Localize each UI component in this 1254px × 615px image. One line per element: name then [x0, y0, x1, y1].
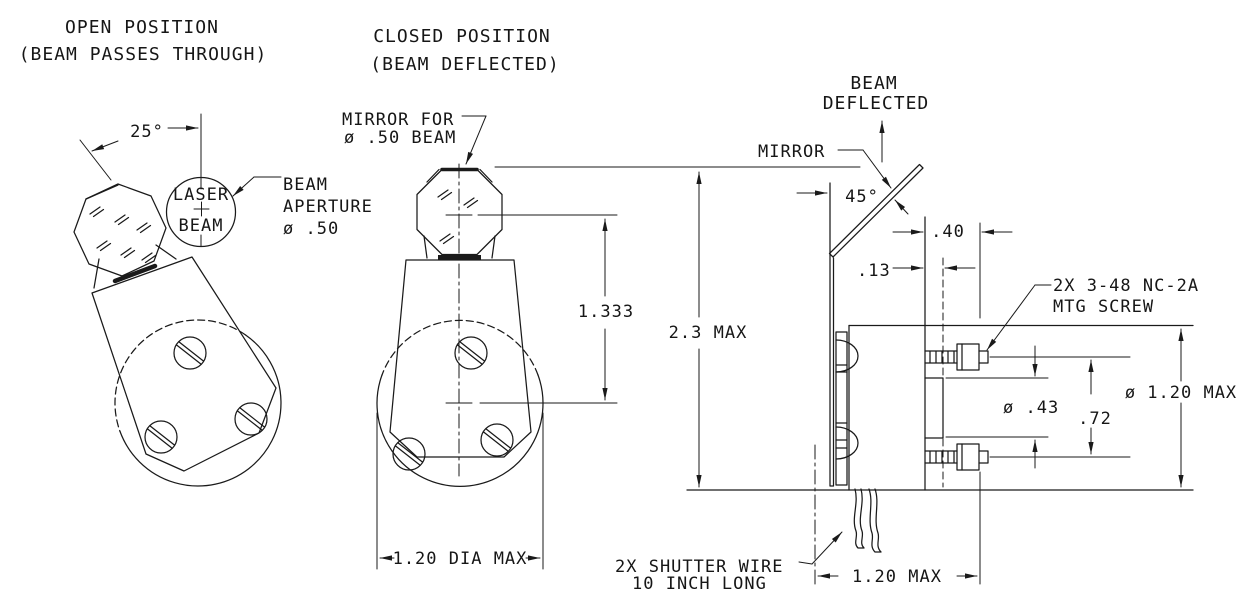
- dim-13-value: .13: [857, 261, 891, 281]
- open-flange-circle: [119, 334, 282, 487]
- beam-center-cross: [193, 201, 210, 217]
- shutter-blade: [829, 182, 835, 487]
- mtg-screw-bottom-nut: [956, 443, 980, 471]
- open-flange-circle-hidden: [114, 319, 247, 433]
- closed-mirror-octagon: [416, 168, 503, 256]
- aperture-leader-arrow: [232, 176, 255, 197]
- dim-120dia-value: ø 1.20 MAX: [1125, 383, 1237, 403]
- dim-depth-value: 1.20 MAX: [852, 567, 942, 587]
- screw-note-line2: MTG SCREW: [1053, 297, 1154, 317]
- beam-deflected-line2: DEFLECTED: [823, 93, 930, 114]
- actuator-plate: [835, 331, 848, 486]
- angle-25-label: 25°: [130, 122, 164, 142]
- dim-23-value: 2.3 MAX: [669, 323, 748, 343]
- closed-mirror-holder: [423, 168, 496, 259]
- wire-note-leader: [798, 561, 813, 565]
- mirror-leader-arrow: [862, 149, 892, 189]
- screw-note-line1: 2X 3-48 NC-2A: [1053, 276, 1199, 296]
- shutter-wire-1: [853, 488, 865, 549]
- wire-note-line1: 2X SHUTTER WIRE: [615, 557, 784, 577]
- wire-note-line2: 10 INCH LONG: [632, 574, 767, 594]
- laser-label: LASER: [173, 185, 229, 205]
- center-cross-marks: [445, 214, 473, 404]
- mirror-angle-extension-line: [79, 139, 112, 181]
- dim-72-value: .72: [1078, 409, 1112, 429]
- open-mirror-holder-line: [93, 258, 100, 289]
- shutter-wire-2: [868, 488, 882, 553]
- angle-45-label: 45°: [845, 187, 879, 207]
- mtg-screw-bottom-shaft: [924, 450, 958, 464]
- right-extension-lines: [945, 356, 1131, 458]
- aperture-note-line3: ø .50: [283, 219, 339, 239]
- dim-43-value: ø .43: [1003, 398, 1059, 418]
- closed-title-line2: (BEAM DEFLECTED): [370, 54, 559, 75]
- mirror-for-note-line1: MIRROR FOR: [342, 110, 454, 130]
- open-mirror-edge: [85, 184, 119, 200]
- dim-1333-value: 1.333: [578, 302, 634, 322]
- angle-45-arrow-right: [894, 199, 909, 215]
- mirror-label: MIRROR: [758, 142, 825, 162]
- screw-note-leader-arrow: [986, 284, 1036, 351]
- angle-arrow-left: [91, 140, 119, 152]
- beam-deflected-line1: BEAM: [850, 73, 897, 94]
- open-title-line1: OPEN POSITION: [65, 17, 219, 38]
- mtg-screw-bottom-tip: [961, 443, 989, 471]
- closed-flange-circle: [376, 374, 544, 487]
- open-mirror-octagon: [73, 183, 167, 277]
- mounting-boss: [924, 377, 944, 439]
- mtg-screw-top-tip: [961, 343, 989, 371]
- solenoid-bump-top: [835, 339, 859, 373]
- mirror-for-note-line2: ø .50 BEAM: [344, 128, 456, 148]
- aperture-note-line1: BEAM: [283, 175, 328, 195]
- closed-position-view: CLOSED POSITION (BEAM DEFLECTED) MIRROR …: [342, 26, 861, 570]
- open-mirror-holder-line: [155, 244, 177, 260]
- solenoid-bump-bottom: [835, 426, 859, 460]
- beam-label: BEAM: [179, 216, 224, 236]
- mtg-screw-top-nut: [956, 343, 980, 371]
- closed-title-line1: CLOSED POSITION: [373, 26, 551, 47]
- open-mirror-clamp: [112, 263, 158, 284]
- mtg-screw-top-shaft: [924, 350, 958, 364]
- open-position-view: OPEN POSITION (BEAM PASSES THROUGH) 25° …: [19, 17, 373, 487]
- mirror-strip-45deg: [828, 163, 924, 258]
- side-view: BEAM DEFLECTED MIRROR 45°: [615, 73, 1237, 594]
- open-title-line2: (BEAM PASSES THROUGH): [19, 44, 268, 65]
- dim-dia-value: 1.20 DIA MAX: [393, 549, 528, 569]
- mirror-for-leader-arrow: [465, 115, 487, 165]
- dim-40-value: .40: [931, 222, 965, 242]
- closed-body-plate: [389, 259, 532, 458]
- wire-note-leader-arrow: [811, 531, 843, 565]
- closed-flange-circle-hidden: [381, 319, 539, 376]
- aperture-note-line2: APERTURE: [283, 197, 373, 217]
